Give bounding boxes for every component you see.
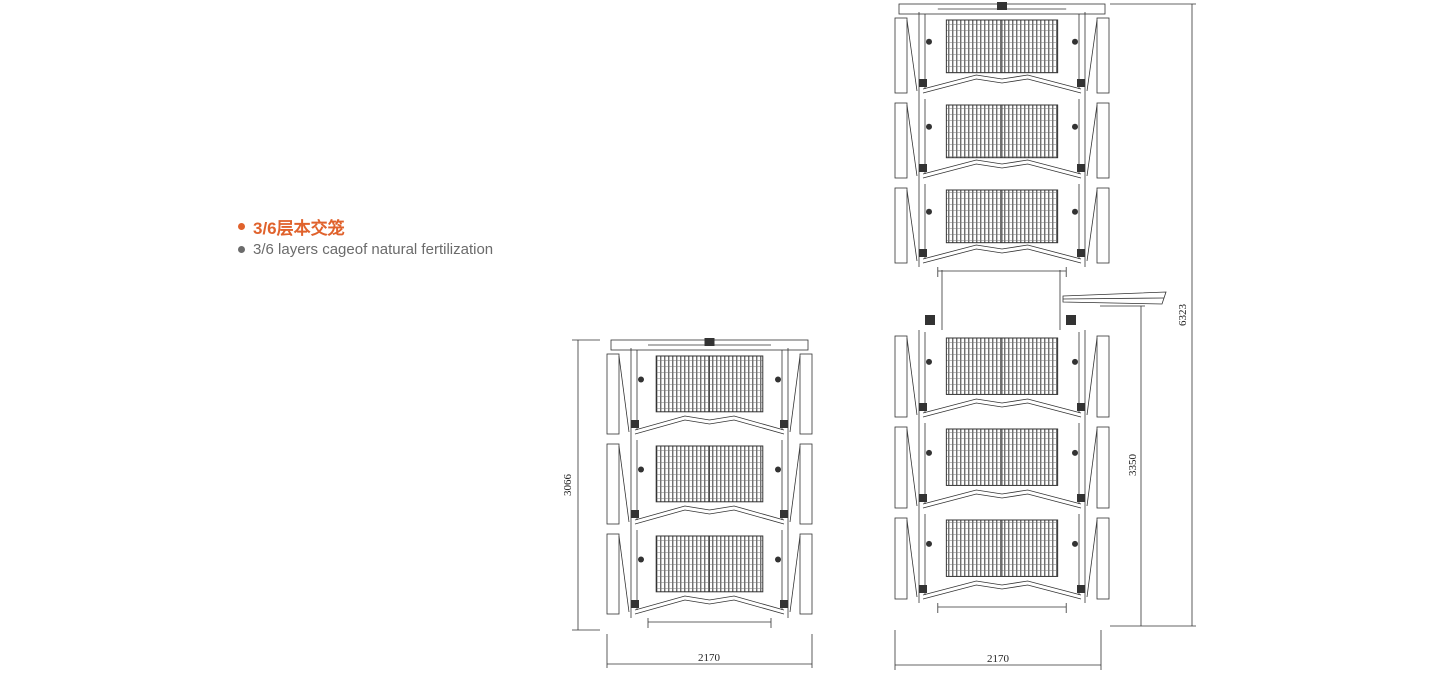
cage-tier — [894, 421, 1110, 512]
cage-tier — [894, 330, 1110, 421]
three-tier-dimensions — [572, 339, 813, 668]
captions: 3/6层本交笼 3/6 layers cageof natural fertil… — [238, 214, 493, 260]
cage-tier — [894, 182, 1110, 267]
three-tier-height-dim: 3066 — [562, 474, 574, 497]
three-tier-cage-drawing — [606, 338, 813, 628]
caption-en-label: 3/6 layers cageof natural fertilization — [253, 240, 494, 258]
cage-tier — [894, 97, 1110, 182]
cage-tier — [606, 348, 813, 438]
caption-cn-label: 3/6层本交笼 — [253, 218, 345, 238]
cage-tier — [606, 438, 813, 528]
cage-tier — [894, 512, 1110, 603]
six-tier-dimensions — [894, 3, 1196, 670]
six-tier-lower-height-dim: 3350 — [1127, 454, 1139, 477]
six-tier-width-dim: 2170 — [987, 653, 1010, 665]
bullet-icon — [238, 222, 245, 230]
caption-primary: 3/6层本交笼 — [238, 214, 493, 238]
six-tier-total-height-dim: 6323 — [1177, 304, 1189, 327]
bullet-icon — [238, 245, 245, 253]
caption-secondary: 3/6 layers cageof natural fertilization — [238, 238, 493, 260]
cage-tier — [606, 528, 813, 618]
six-tier-cage-drawing — [894, 2, 1110, 613]
cage-tier — [894, 12, 1110, 97]
three-tier-width-dim: 2170 — [698, 652, 721, 664]
